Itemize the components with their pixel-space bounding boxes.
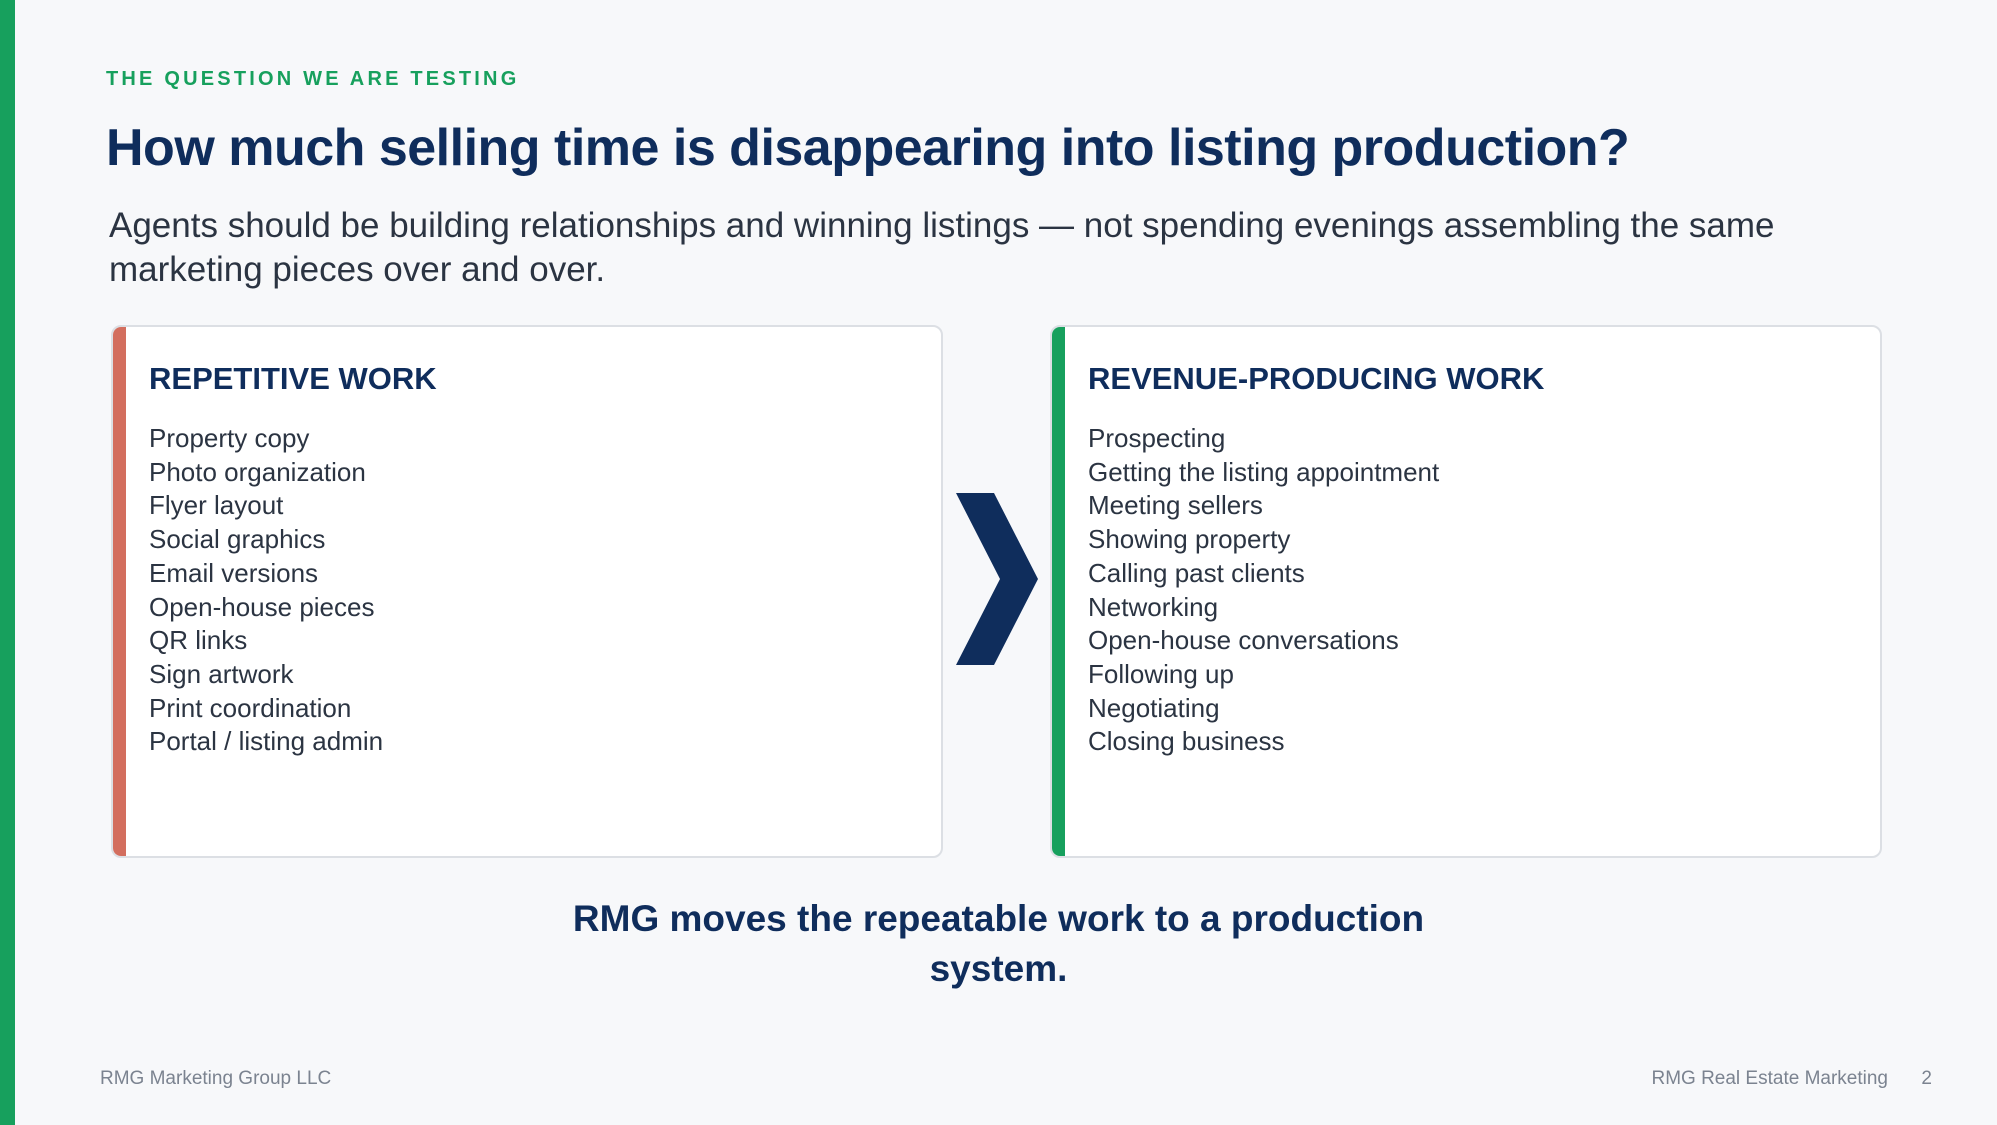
repetitive-work-card: REPETITIVE WORK Property copy Photo orga… <box>111 325 943 858</box>
list-item: Networking <box>1088 591 1219 622</box>
section-eyebrow: THE QUESTION WE ARE TESTING <box>106 68 520 90</box>
revenue-work-list: Prospecting Getting the listing appointm… <box>1088 422 1439 759</box>
list-item: QR links <box>149 625 248 656</box>
brand-accent-bar <box>0 0 15 1125</box>
closing-line: system. <box>929 948 1068 989</box>
closing-statement: RMG moves the repeatable work to a produ… <box>0 894 1997 994</box>
list-item: Property copy <box>149 423 310 453</box>
page-number: 2 <box>1921 1068 1932 1089</box>
footer-company: RMG Marketing Group LLC <box>100 1068 332 1089</box>
footer-brand: RMG Real Estate Marketing <box>1651 1068 1888 1089</box>
list-item: Prospecting <box>1088 423 1226 453</box>
list-item: Sign artwork <box>149 658 294 689</box>
revenue-producing-work-card: REVENUE-PRODUCING WORK Prospecting Getti… <box>1050 325 1882 858</box>
slide-title: How much selling time is disappearing in… <box>106 119 1630 177</box>
list-item: Calling past clients <box>1088 557 1305 588</box>
list-item: Showing property <box>1088 524 1291 555</box>
list-item: Open-house pieces <box>149 591 375 622</box>
repetitive-work-list: Property copy Photo organization Flyer l… <box>149 422 383 759</box>
slide-subtitle: Agents should be building relationships … <box>109 206 1775 289</box>
card-accent-bar <box>113 327 126 856</box>
list-item: Open-house conversations <box>1088 625 1399 656</box>
chevron-right-icon <box>956 493 1038 665</box>
card-accent-bar <box>1052 327 1065 856</box>
list-item: Meeting sellers <box>1088 490 1263 521</box>
list-item: Getting the listing appointment <box>1088 456 1440 487</box>
list-item: Photo organization <box>149 456 366 487</box>
list-item: Closing business <box>1088 726 1285 757</box>
list-item: Portal / listing admin <box>149 726 384 757</box>
list-item: Following up <box>1088 658 1234 689</box>
closing-line: RMG moves the repeatable work to a produ… <box>572 898 1425 939</box>
list-item: Print coordination <box>149 692 352 723</box>
list-item: Email versions <box>149 557 319 588</box>
card-heading: REPETITIVE WORK <box>149 361 437 396</box>
list-item: Negotiating <box>1088 692 1220 723</box>
list-item: Social graphics <box>149 524 326 555</box>
list-item: Flyer layout <box>149 490 284 521</box>
card-heading: REVENUE-PRODUCING WORK <box>1088 361 1545 396</box>
